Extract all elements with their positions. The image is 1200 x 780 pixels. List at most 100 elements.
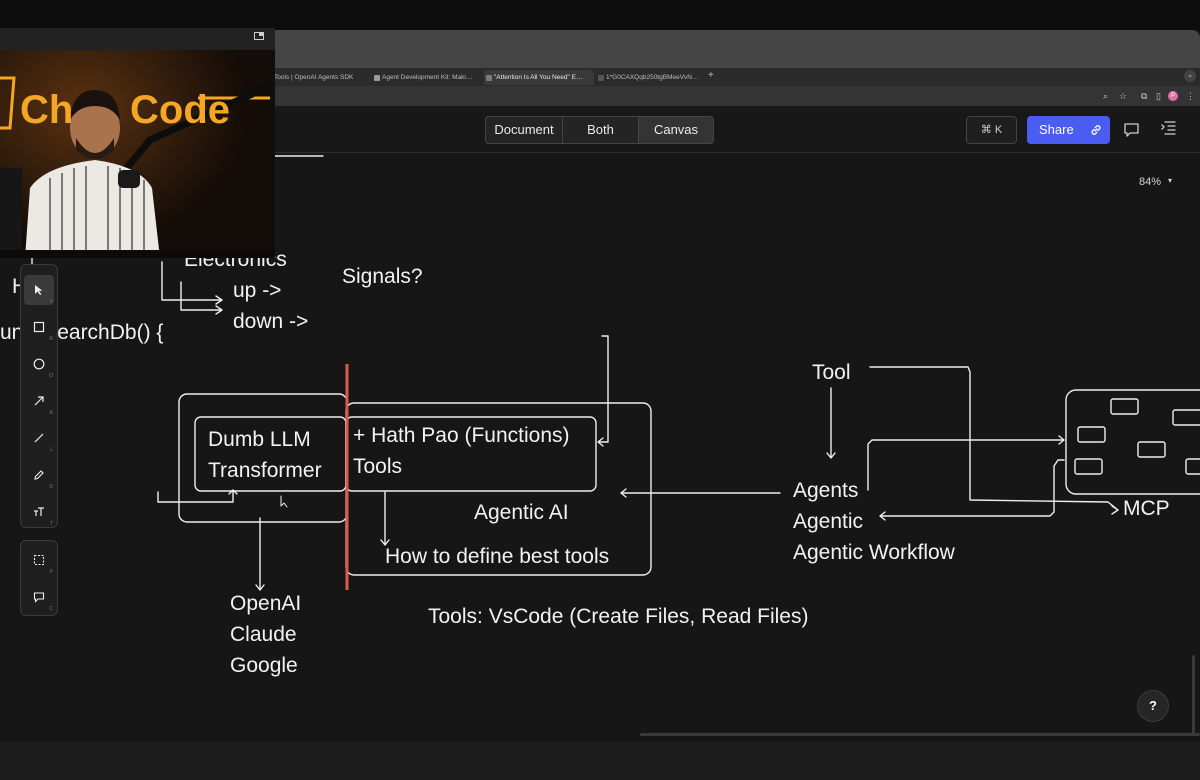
tool-ellipse[interactable]: O [24, 349, 54, 379]
secondary-toolbar: F C [20, 540, 58, 616]
tool-shortcut: F [49, 569, 53, 575]
tab-favicon [374, 75, 380, 81]
tool-shortcut: C [49, 606, 53, 612]
document-outline-icon[interactable] [1160, 120, 1177, 137]
view-canvas-tab[interactable]: Canvas [639, 117, 713, 143]
comment-icon [33, 592, 45, 603]
google-text[interactable]: Google [230, 654, 298, 677]
agents-to-box-arrow [620, 488, 781, 498]
tool-to-agents-arrow [826, 387, 836, 459]
browser-tab-strip: Tools | OpenAI Agents SDK Agent Developm… [0, 68, 1200, 86]
address-bar[interactable] [0, 86, 1200, 106]
tool-shortcut: T [49, 521, 53, 527]
agentic-workflow-text[interactable]: Agentic Workflow [793, 541, 955, 564]
mcp-node [1074, 458, 1103, 475]
vertical-scrollbar[interactable] [1192, 655, 1195, 735]
mcp-box-to-agentic [879, 459, 1065, 521]
transformer-text[interactable]: Transformer [208, 459, 322, 482]
define-tools-text[interactable]: How to define best tools [385, 545, 610, 568]
picture-in-picture-icon[interactable] [254, 32, 264, 40]
mcp-node [1137, 441, 1166, 458]
claude-text[interactable]: Claude [230, 623, 297, 646]
cursor-pointer-icon [280, 495, 288, 508]
llm-output-arrow [255, 517, 265, 591]
openai-text[interactable]: OpenAI [230, 592, 302, 615]
tool-line[interactable]: L [24, 423, 54, 453]
browser-tab[interactable]: Tools | OpenAI Agents SDK [272, 70, 370, 85]
browser-tab-active[interactable]: "Attention Is All You Need" E… [484, 70, 594, 85]
tab-title: Agent Development Kit: Maki… [382, 74, 473, 81]
profile-avatar[interactable]: P [1168, 91, 1178, 101]
tool-frame[interactable]: F [24, 545, 54, 575]
extensions-icon[interactable]: ⧉ [1141, 91, 1148, 101]
tool-rectangle[interactable]: R [24, 312, 54, 342]
frame-icon [33, 554, 45, 566]
comment-icon[interactable] [1123, 121, 1140, 138]
view-document-tab[interactable]: Document [486, 117, 563, 143]
drawing-toolbar: V R O A L D T [20, 264, 58, 528]
mcp-text[interactable]: MCP [1123, 497, 1170, 520]
view-both-tab[interactable]: Both [563, 117, 639, 143]
link-icon [1091, 125, 1101, 135]
tool-comment[interactable]: C [24, 582, 54, 612]
agents-text[interactable]: Agents [793, 479, 859, 502]
command-palette-button[interactable]: ⌘ K [966, 116, 1017, 144]
electronics-bracket [161, 261, 223, 305]
tool-text[interactable]: T [24, 497, 54, 527]
bookmark-star-icon[interactable]: ☆ [1119, 91, 1128, 101]
llm-outer-box [178, 393, 348, 523]
pointer-icon [35, 285, 43, 295]
browser-menu-icon[interactable]: ⋮ [1186, 91, 1195, 101]
dumb-llm-text[interactable]: Dumb LLM [208, 428, 311, 451]
agentic-text[interactable]: Agentic [793, 510, 864, 533]
hath-pao-text[interactable]: + Hath Pao (Functions) [353, 424, 570, 447]
tool-to-mcp-line [869, 366, 1119, 515]
tools-text[interactable]: Tools [353, 455, 403, 478]
text-icon [34, 507, 44, 516]
webcam-overlay: Ch Code [0, 28, 275, 258]
mcp-node [1110, 398, 1139, 415]
tab-favicon [598, 75, 604, 81]
mcp-box [1065, 389, 1200, 495]
top-bezel [0, 0, 1200, 30]
help-button[interactable]: ? [1137, 690, 1169, 722]
rectangle-icon [33, 321, 45, 333]
webcam-feed: Ch Code [0, 28, 275, 258]
new-tab-button[interactable]: + [708, 70, 714, 81]
tools-down-arrow [380, 491, 390, 546]
tab-search-icon[interactable]: ⌄ [1184, 70, 1196, 82]
tab-favicon [486, 75, 492, 81]
browser-tab[interactable]: Agent Development Kit: Maki… [372, 70, 482, 85]
neon-sign-right: Code [130, 88, 230, 132]
up-text[interactable]: up -> [233, 279, 282, 302]
neon-sign-left: Ch [20, 88, 73, 132]
tool-pencil[interactable]: D [24, 460, 54, 490]
tool-text[interactable]: Tool [812, 361, 851, 384]
browser-tab[interactable]: 1*G0CAXQqb250tgBMeeVvN… [596, 70, 704, 85]
chevron-down-icon[interactable]: ▾ [1168, 176, 1173, 185]
share-button[interactable]: Share [1027, 116, 1110, 144]
mcp-node [1172, 409, 1200, 426]
tool-arrow[interactable]: A [24, 386, 54, 416]
tool-shortcut: R [49, 336, 53, 342]
zoom-search-icon[interactable]: ⌕ [1103, 91, 1109, 101]
line-icon [34, 433, 44, 443]
agentic-ai-text[interactable]: Agentic AI [474, 501, 569, 524]
view-toggle: Document Both Canvas [485, 116, 714, 144]
ellipse-icon [33, 358, 45, 370]
sidebar-icon[interactable]: ▯ [1156, 91, 1161, 101]
tools-vscode-text[interactable]: Tools: VsCode (Create Files, Read Files) [428, 605, 809, 628]
agents-to-mcp-box [867, 435, 1065, 491]
tool-shortcut: V [49, 299, 53, 305]
horizontal-scrollbar[interactable] [640, 733, 1200, 736]
tab-title: "Attention Is All You Need" E… [494, 74, 583, 81]
share-label: Share [1039, 122, 1074, 137]
tool-select[interactable]: V [24, 275, 54, 305]
signals-text[interactable]: Signals? [342, 265, 423, 288]
pencil-icon [34, 470, 44, 480]
down-text[interactable]: down -> [233, 310, 309, 333]
signals-arrow [597, 335, 609, 447]
zoom-level[interactable]: 84% [1139, 176, 1162, 188]
mcp-node [1077, 426, 1106, 443]
